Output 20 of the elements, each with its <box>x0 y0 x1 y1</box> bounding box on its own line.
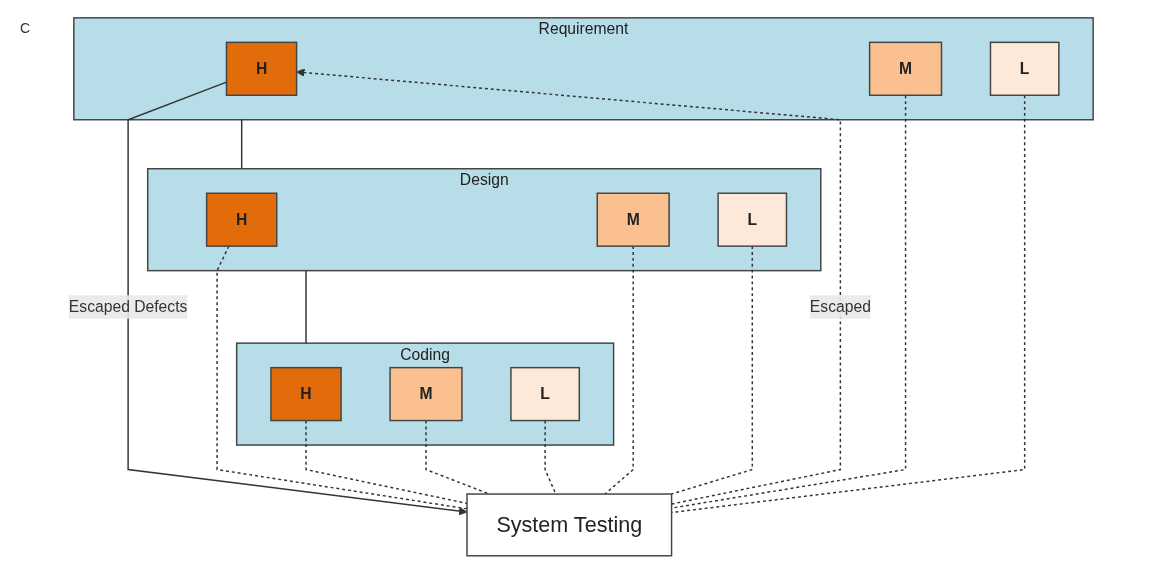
node-box: L <box>716 192 787 247</box>
node-box: System Testing <box>465 493 672 557</box>
connector <box>670 94 1025 513</box>
node-box: M <box>868 41 942 96</box>
edge-label: Escaped Defects <box>68 297 187 315</box>
connector <box>543 419 557 495</box>
note-text: C <box>20 20 31 36</box>
node-box: M <box>388 366 463 421</box>
connector <box>240 118 242 170</box>
arrow <box>126 81 467 516</box>
node-box: H <box>225 41 297 96</box>
edge-label: Escaped <box>809 297 871 315</box>
node-box: L <box>509 366 580 421</box>
node-box: H <box>269 366 342 421</box>
connector <box>670 94 906 509</box>
node-box: H <box>205 192 277 247</box>
connector <box>304 269 307 344</box>
node-box: L <box>989 41 1060 96</box>
connector <box>670 245 753 495</box>
node-box: M <box>596 192 670 247</box>
